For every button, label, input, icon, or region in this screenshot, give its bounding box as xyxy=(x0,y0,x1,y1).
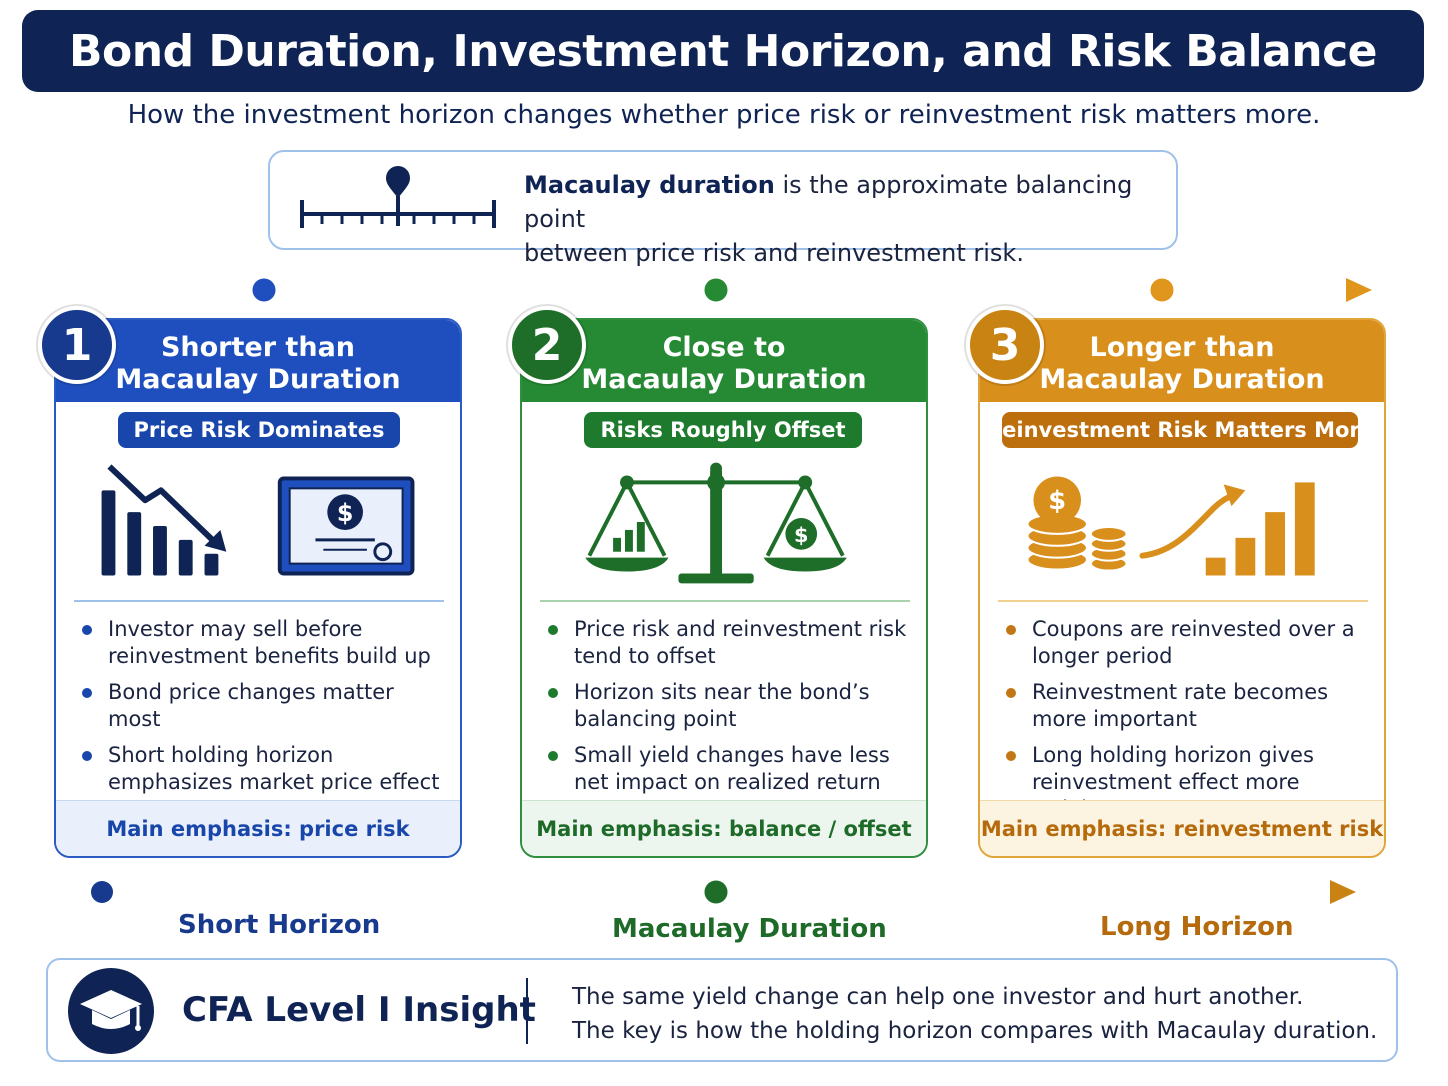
bullet-item: Bond price changes matter most xyxy=(80,679,450,733)
label-macaulay-duration: Macaulay Duration xyxy=(612,914,887,944)
dollar-glyph: $ xyxy=(794,523,808,547)
bullet-item: Investor may sell before reinvestment be… xyxy=(80,616,450,670)
step-badge-3: 3 xyxy=(966,306,1044,384)
bullet-text: Bond price changes matter most xyxy=(108,680,394,731)
card-divider xyxy=(540,600,910,602)
title-bar: Bond Duration, Investment Horizon, and R… xyxy=(22,10,1424,92)
insight-line1: The same yield change can help one inves… xyxy=(572,984,1304,1010)
card-pill: Reinvestment Risk Matters More xyxy=(986,412,1374,448)
card-pill: Price Risk Dominates xyxy=(118,412,400,448)
bullet-item: Small yield changes have less net impact… xyxy=(546,742,916,796)
card-footer: Main emphasis: balance / offset xyxy=(522,800,926,856)
callout-rest: is the approximate balancing point xyxy=(524,171,1133,233)
coins-growth-icon: $ xyxy=(1026,476,1315,576)
card-footer: Main emphasis: price risk xyxy=(56,800,460,856)
card-header: Close to Macaulay Duration xyxy=(522,320,926,402)
insight-label: CFA Level I Insight xyxy=(182,990,536,1030)
card-title: Shorter than Macaulay Duration xyxy=(56,332,460,396)
card-longer: Longer than Macaulay Duration Reinvestme… xyxy=(978,318,1386,858)
dollar-glyph: $ xyxy=(337,499,354,527)
insight-line2: The key is how the holding horizon compa… xyxy=(572,1018,1378,1044)
bullet-text: Short holding horizon emphasizes market … xyxy=(108,743,440,794)
card-header: Shorter than Macaulay Duration xyxy=(56,320,460,402)
bullet-text: Horizon sits near the bond’s balancing p… xyxy=(574,680,870,731)
step-badge-1: 1 xyxy=(38,306,116,384)
falling-price-certificate-icon: $ xyxy=(101,464,415,576)
bullet-text: Price risk and reinvestment risk tend to… xyxy=(574,617,907,668)
page-subtitle: How the investment horizon changes wheth… xyxy=(127,100,1321,130)
insight-message: The same yield change can help one inves… xyxy=(572,980,1377,1048)
card-footer: Main emphasis: reinvestment risk xyxy=(980,800,1384,856)
card-title-line1: Longer than xyxy=(1089,332,1275,363)
bullet-item: Short holding horizon emphasizes market … xyxy=(80,742,450,796)
bullet-text: Reinvestment rate becomes more important xyxy=(1032,680,1329,731)
macaulay-callout: Macaulay duration is the approximate bal… xyxy=(268,150,1178,267)
bullet-item: Horizon sits near the bond’s balancing p… xyxy=(546,679,916,733)
callout-line2: between price risk and reinvestment risk… xyxy=(524,239,1024,267)
bullet-text: Investor may sell before reinvestment be… xyxy=(108,617,431,668)
ruler-marker-icon xyxy=(300,166,496,228)
graduation-cap-icon xyxy=(68,968,154,1054)
bullet-text: Small yield changes have less net impact… xyxy=(574,743,890,794)
bullet-item: Price risk and reinvestment risk tend to… xyxy=(546,616,916,670)
card-title-line2: Macaulay Duration xyxy=(1039,364,1325,395)
bullet-item: Reinvestment rate becomes more important xyxy=(1004,679,1374,733)
card-bullets: Investor may sell before reinvestment be… xyxy=(80,616,450,805)
dollar-glyph: $ xyxy=(1048,486,1066,516)
step-badge-2: 2 xyxy=(508,306,586,384)
page-title: Bond Duration, Investment Horizon, and R… xyxy=(69,25,1378,77)
bullet-item: Long holding horizon gives reinvestment … xyxy=(1004,742,1374,823)
bullet-text: Long holding horizon gives reinvestment … xyxy=(1032,743,1314,821)
card-shorter: Shorter than Macaulay Duration Price Ris… xyxy=(54,318,462,858)
card-pill: Risks Roughly Offset xyxy=(584,412,862,448)
card-header: Longer than Macaulay Duration xyxy=(980,320,1384,402)
callout-text: Macaulay duration is the approximate bal… xyxy=(524,168,1164,270)
balance-scale-icon: $ xyxy=(585,462,847,584)
card-bullets: Price risk and reinvestment risk tend to… xyxy=(546,616,916,805)
card-title-line2: Macaulay Duration xyxy=(115,364,401,395)
insight-box: CFA Level I Insight The same yield chang… xyxy=(46,958,1398,1062)
card-divider xyxy=(74,600,444,602)
card-title-line2: Macaulay Duration xyxy=(581,364,867,395)
card-title: Longer than Macaulay Duration xyxy=(980,332,1384,396)
card-divider xyxy=(998,600,1368,602)
card-title-line1: Close to xyxy=(662,332,786,363)
card-title-line1: Shorter than xyxy=(160,332,356,363)
card-close: Close to Macaulay Duration Risks Roughly… xyxy=(520,318,928,858)
insight-separator xyxy=(526,978,528,1044)
label-long-horizon: Long Horizon xyxy=(1100,912,1294,942)
card-title: Close to Macaulay Duration xyxy=(522,332,926,396)
callout-bold: Macaulay duration xyxy=(524,171,775,199)
horizon-axis xyxy=(91,877,1356,907)
card-bullets: Coupons are reinvested over a longer per… xyxy=(1004,616,1374,832)
bullet-item: Coupons are reinvested over a longer per… xyxy=(1004,616,1374,670)
label-short-horizon: Short Horizon xyxy=(178,910,381,940)
bullet-text: Coupons are reinvested over a longer per… xyxy=(1032,617,1355,668)
top-timeline xyxy=(249,275,1372,305)
